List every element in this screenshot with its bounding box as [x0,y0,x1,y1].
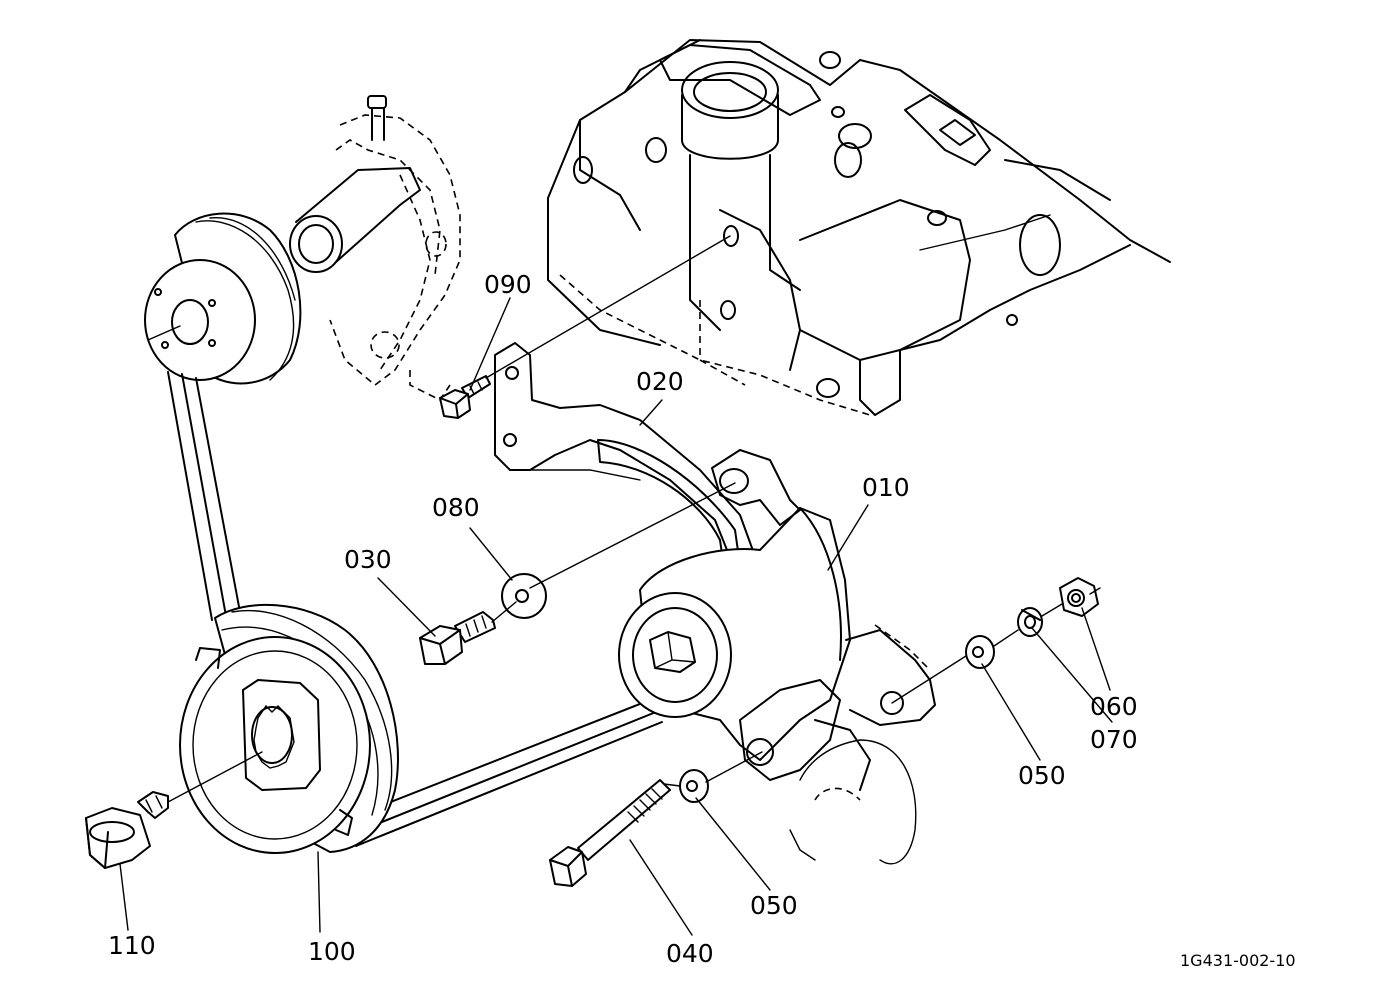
label-040: 040 [666,939,714,968]
part-labels: 090 020 010 080 030 060 070 050 050 040 … [108,270,1138,968]
leader-lines [119,297,1113,936]
label-020: 020 [636,367,684,396]
engine-block [547,39,1171,416]
bolt-090 [439,375,491,419]
nut-060 [1059,577,1099,617]
label-050-lower: 050 [750,891,798,920]
label-060: 060 [1090,692,1138,721]
mounting-boss [789,624,936,865]
label-100: 100 [308,937,356,966]
fan-pulley [144,212,302,385]
label-070: 070 [1090,725,1138,754]
alternator [618,449,851,781]
water-pump [289,95,461,402]
lock-washer-070 [1017,607,1043,637]
label-010: 010 [862,473,910,502]
washer-080 [501,573,547,619]
bolt-040 [549,779,671,887]
bolt-110 [85,791,169,869]
assembly-lines [167,235,1101,803]
washer-050-lower [679,769,709,803]
v-belt [167,371,663,847]
label-050-upper: 050 [1018,761,1066,790]
crankshaft-pulley [179,603,399,854]
label-080: 080 [432,493,480,522]
label-110: 110 [108,931,156,960]
bolt-030 [419,611,496,665]
label-090: 090 [484,270,532,299]
washer-050-upper [965,635,995,669]
label-030: 030 [344,545,392,574]
figure-reference-code: 1G431-002-10 [1180,951,1296,970]
